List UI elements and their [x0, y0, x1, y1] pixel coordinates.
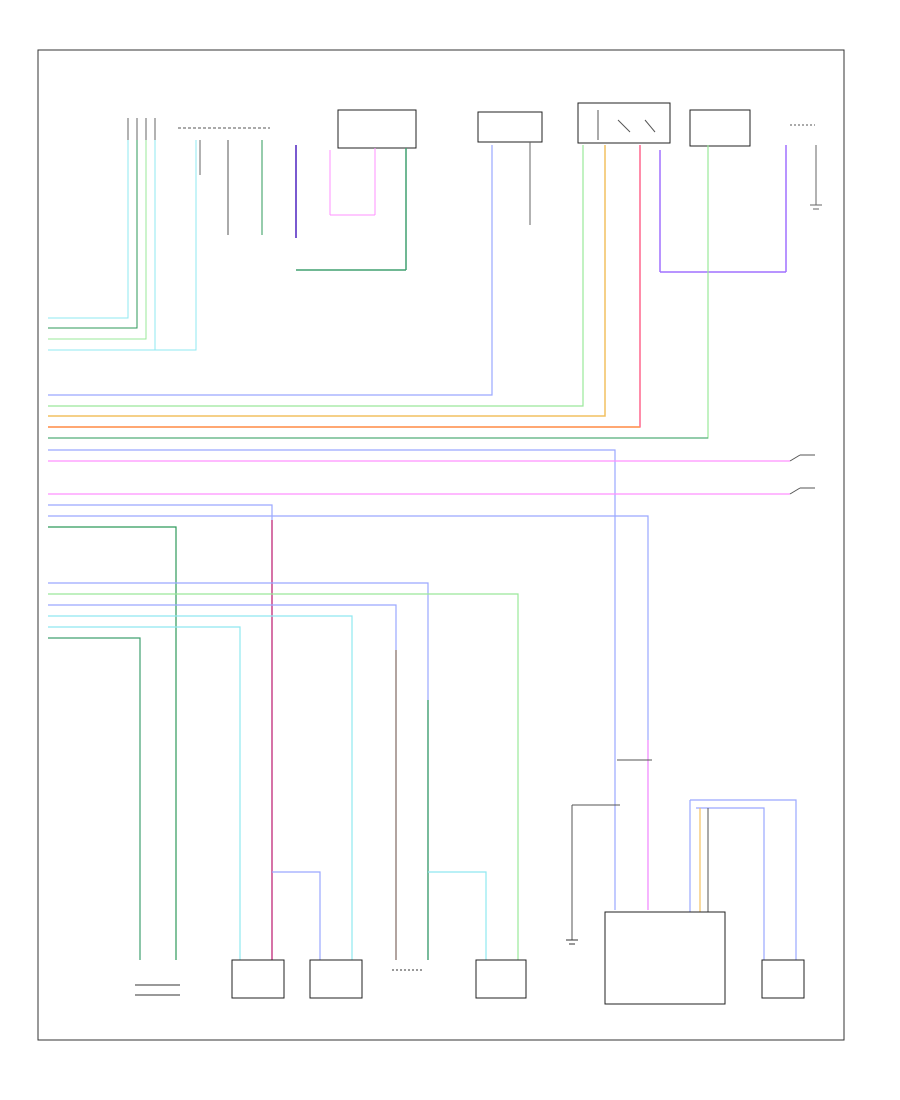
- diagram-frame: [37, 49, 845, 1041]
- component-bottom-2: [231, 959, 285, 999]
- wire-bus-middle: [48, 145, 790, 960]
- component-bottom-5: [475, 959, 527, 999]
- component-top-1: [127, 118, 156, 140]
- component-top-4: [477, 111, 543, 225]
- wire-group-lower-right: [571, 759, 797, 960]
- wire-group-cyan-top: [48, 140, 197, 351]
- right-switches: [789, 454, 815, 495]
- component-bottom-6: [604, 911, 726, 1005]
- component-top-5: [577, 102, 671, 144]
- component-top-3: [295, 109, 417, 271]
- wire-crossover-2: [428, 871, 487, 960]
- component-bottom-3: [309, 959, 363, 999]
- component-top-6: [689, 109, 751, 147]
- component-top-7: [785, 124, 822, 272]
- wire-bus-lower: [48, 582, 519, 960]
- component-bottom-7: [761, 959, 805, 999]
- ground-symbol: [566, 939, 578, 945]
- component-top-2: [178, 127, 270, 235]
- component-bottom-1: [135, 984, 180, 996]
- wire-crossover-1: [272, 871, 321, 960]
